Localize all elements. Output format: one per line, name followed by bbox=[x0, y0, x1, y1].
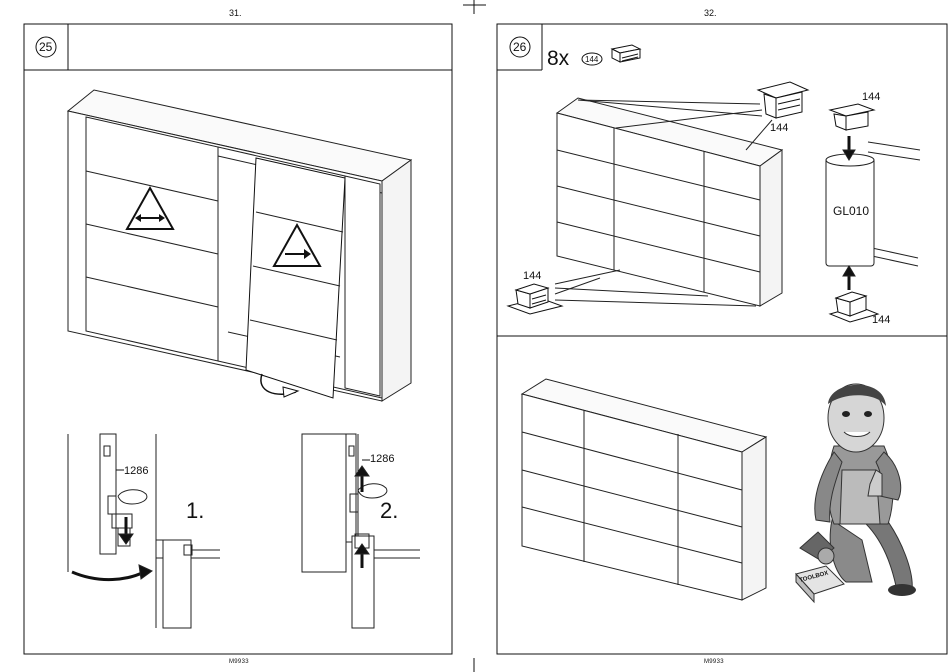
part-badge-label: 144 bbox=[585, 55, 599, 64]
detail-drawing-2 bbox=[302, 434, 420, 628]
step-number-26: 26 bbox=[513, 40, 527, 54]
label-profile-gl010: GL010 bbox=[833, 204, 869, 218]
step-number-25: 25 bbox=[39, 40, 53, 54]
finished-wardrobe-drawing bbox=[522, 379, 766, 600]
callout-part-1286-top: 1286 bbox=[124, 465, 148, 477]
quantity-label: 8x bbox=[547, 47, 570, 70]
label-part-144-b: 144 bbox=[523, 270, 541, 282]
detail-drawing-1 bbox=[68, 434, 220, 628]
label-part-144-c: 144 bbox=[862, 91, 880, 103]
wardrobe-drawing-left bbox=[68, 90, 411, 401]
sub-step-2: 2. bbox=[380, 498, 398, 523]
label-part-144-a: 144 bbox=[770, 122, 788, 134]
wardrobe-drawing-caps bbox=[555, 98, 782, 306]
sub-step-1: 1. bbox=[186, 498, 204, 523]
label-part-144-e: 144 bbox=[872, 314, 890, 326]
cap-detail-bottom bbox=[508, 284, 562, 314]
callout-part-1286-bottom: 1286 bbox=[370, 453, 394, 465]
mascot-handyman-illustration bbox=[815, 384, 916, 596]
cap-detail-top bbox=[758, 82, 808, 118]
leveling-cap-icon bbox=[612, 45, 640, 62]
